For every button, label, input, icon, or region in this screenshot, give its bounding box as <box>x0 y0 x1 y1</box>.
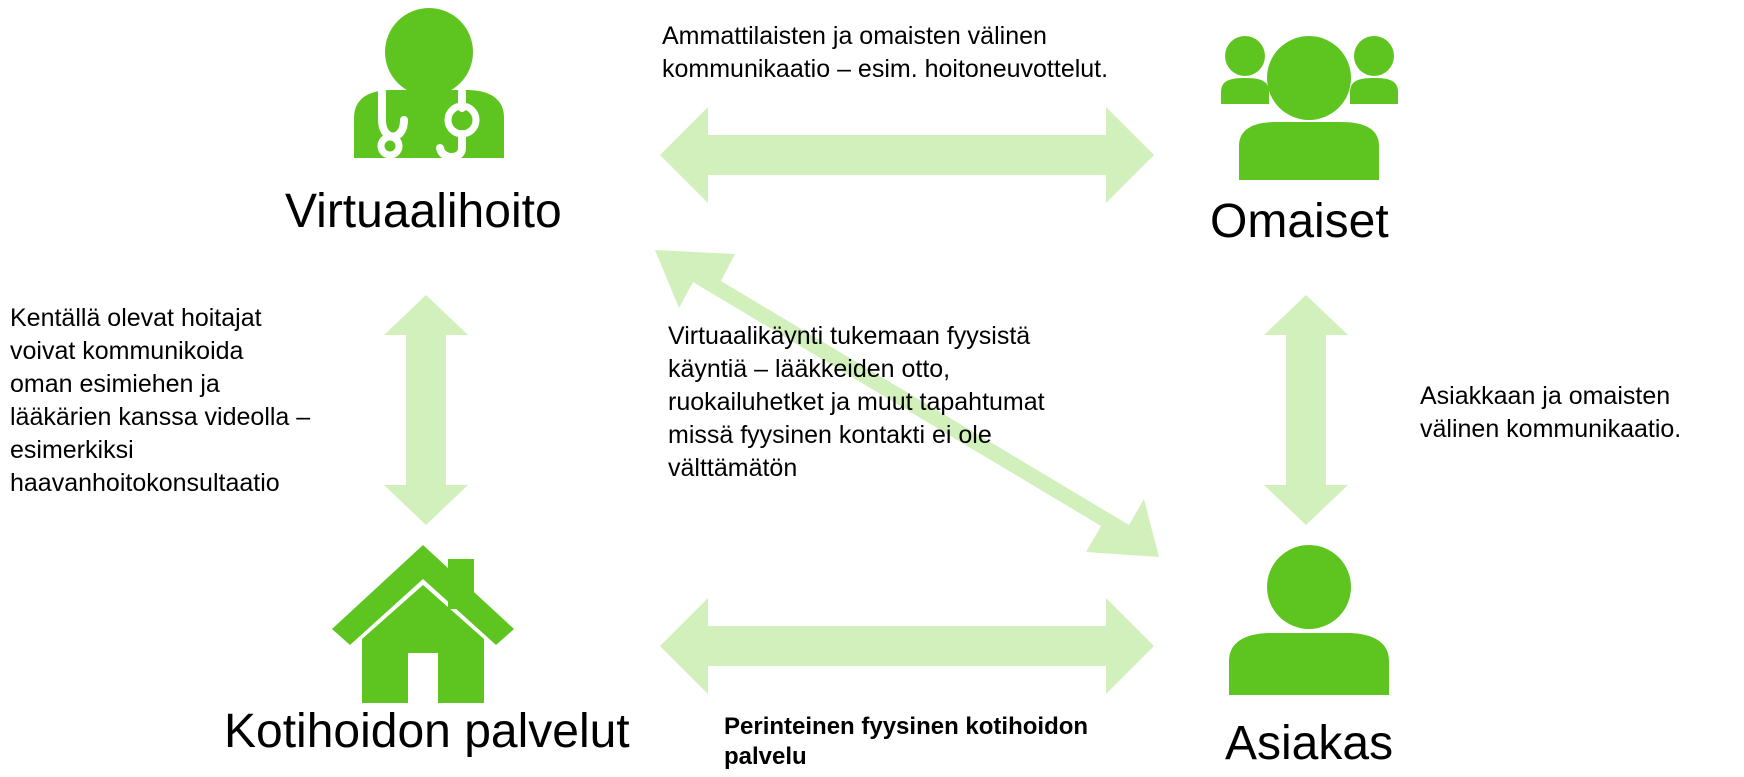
virtuaalihoito-label: Virtuaalihoito <box>285 185 562 238</box>
note-line: esimerkiksi <box>10 436 134 464</box>
note-left: Kentällä olevat hoitajat voivat kommunik… <box>10 302 310 500</box>
arrow-relatives-client <box>1264 295 1348 525</box>
note-line: Kentällä olevat hoitajat <box>10 304 262 332</box>
note-bottom: Perinteinen fyysinen kotihoidon palvelu <box>724 712 1088 772</box>
kotihoidon-palvelut-label: Kotihoidon palvelut <box>224 705 630 758</box>
arrow-virtual-homecare <box>384 295 468 525</box>
arrow-virtual-client <box>655 250 1159 557</box>
note-line: palvelu <box>724 743 807 770</box>
person-icon <box>1229 545 1389 695</box>
omaiset-label: Omaiset <box>1210 195 1389 248</box>
note-line: missä fyysinen kontakti ei ole <box>668 421 992 449</box>
people-group-icon <box>1221 36 1398 180</box>
note-top: Ammattilaisten ja omaisten välinen kommu… <box>662 20 1108 86</box>
arrow-homecare-client <box>660 598 1154 694</box>
note-center: Virtuaalikäynti tukemaan fyysistä käynti… <box>668 320 1045 485</box>
note-line: käyntiä – lääkkeiden otto, <box>668 355 951 383</box>
note-line: kommunikaatio – esim. hoitoneuvottelut. <box>662 55 1109 83</box>
house-icon <box>332 545 514 703</box>
note-line: Virtuaalikäynti tukemaan fyysistä <box>668 322 1031 350</box>
doctor-stethoscope-icon <box>354 8 504 161</box>
note-line: oman esimiehen ja <box>10 370 220 398</box>
note-line: voivat kommunikoida <box>10 337 244 365</box>
note-line: välinen kommunikaatio. <box>1420 415 1682 443</box>
asiakas-label: Asiakas <box>1225 717 1394 770</box>
arrow-virtual-relatives <box>660 107 1154 203</box>
note-line: Ammattilaisten ja omaisten välinen <box>662 22 1047 50</box>
note-line: Perinteinen fyysinen kotihoidon <box>724 713 1089 740</box>
note-line: välttämätön <box>668 454 798 482</box>
note-line: Asiakkaan ja omaisten <box>1420 382 1671 410</box>
note-line: haavanhoitokonsultaatio <box>10 469 280 497</box>
note-line: ruokailuhetket ja muut tapahtumat <box>668 388 1045 416</box>
note-line: lääkärien kanssa videolla – <box>10 403 311 431</box>
note-right: Asiakkaan ja omaisten välinen kommunikaa… <box>1420 380 1681 446</box>
